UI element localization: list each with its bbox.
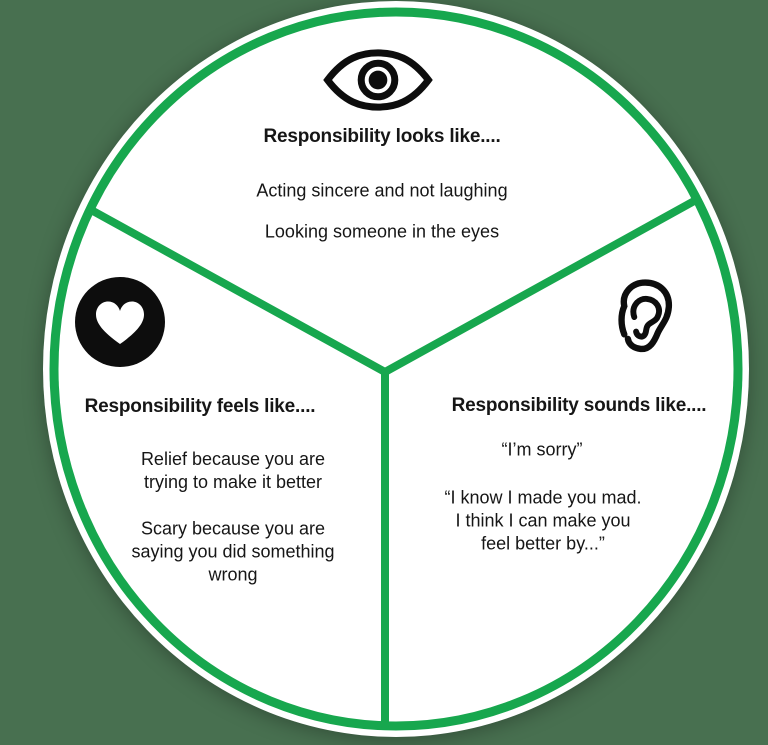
heart-icon bbox=[75, 277, 165, 367]
ear-icon bbox=[617, 276, 677, 360]
looks-item-1: Acting sincere and not laughing bbox=[256, 180, 508, 201]
feels-item-2: Scary because you are saying you did som… bbox=[131, 518, 335, 585]
sounds-item-2: “I know I made you mad. I think I can ma… bbox=[444, 487, 642, 554]
feels-title: Responsibility feels like.... bbox=[84, 396, 316, 417]
divider-upper-left bbox=[89, 207, 389, 376]
divider-upper-right bbox=[381, 196, 700, 376]
looks-title: Responsibility looks like.... bbox=[263, 126, 501, 147]
looks-item-2: Looking someone in the eyes bbox=[264, 221, 500, 242]
sounds-title: Responsibility sounds like.... bbox=[451, 395, 707, 416]
sounds-item-1: “I’m sorry” bbox=[501, 439, 583, 460]
feels-item-1: Relief because you are trying to make it… bbox=[140, 449, 326, 492]
eye-icon bbox=[322, 47, 434, 113]
